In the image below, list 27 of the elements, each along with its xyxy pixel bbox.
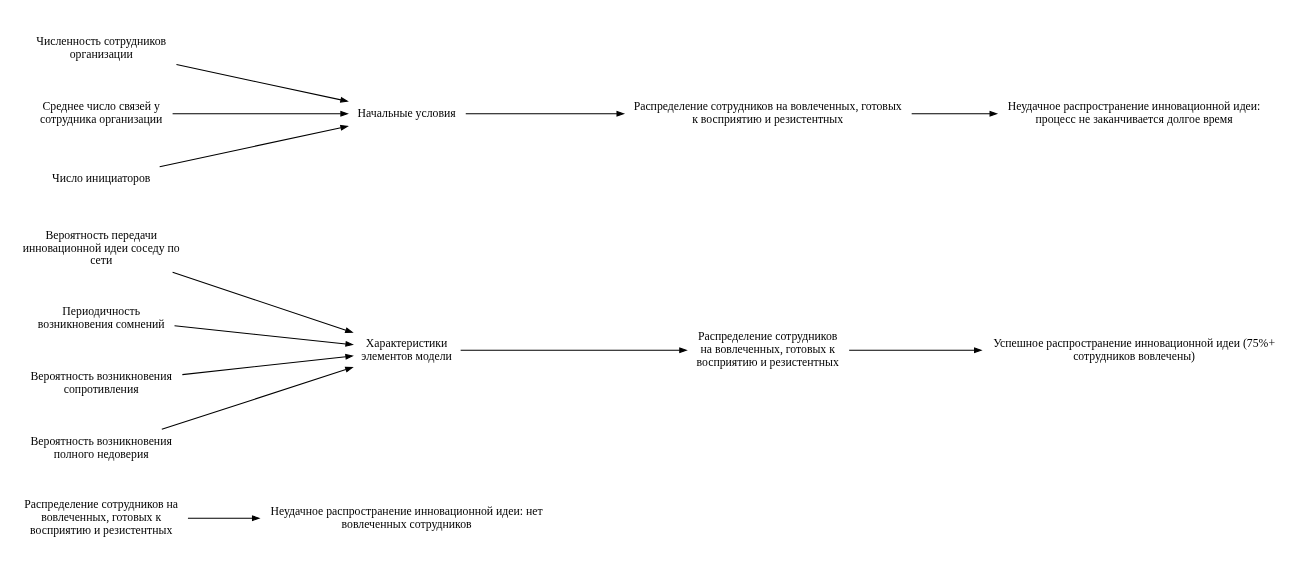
- arrow: [161, 366, 354, 430]
- arrow: [460, 346, 688, 353]
- node-text: Распределение сотрудников на вовлеченных, готовых к восприятию и резистентных: [633, 99, 902, 126]
- arrow: [175, 63, 349, 103]
- node-text: Численность сотрудников организации: [36, 34, 167, 61]
- arrow: [159, 124, 349, 167]
- node-text: Среднее число связей у сотрудника организации: [39, 99, 163, 126]
- node-text: Неудачное распространение инновационной идеи: нет вовлеченных сотрудников: [270, 504, 543, 531]
- arrow: [187, 514, 261, 521]
- node-text: Распределение сотрудников на вовлеченных, готовых к восприятию и резистентных: [24, 497, 179, 537]
- arrow: [172, 271, 354, 333]
- arrow: [174, 324, 354, 347]
- node-text: Вероятность передачи инновационной идеи соседу по сети: [22, 228, 180, 267]
- node-text: Периодичность возникновения сомнений: [37, 304, 165, 331]
- node-text: Успешное распространение инновационной идеи (75%+ сотрудников вовлечены): [993, 336, 1276, 363]
- arrow: [172, 110, 349, 117]
- node-text: Характеристики элементов модели: [361, 336, 452, 363]
- node-text: Неудачное распространение инновационной идеи: процесс не заканчивается долгое время: [1007, 99, 1261, 126]
- arrow: [465, 110, 626, 117]
- arrow: [911, 110, 999, 117]
- node-text: Вероятность возникновения сопротивления: [30, 369, 172, 396]
- arrow: [181, 353, 354, 375]
- node-text: Вероятность возникновения полного недоверия: [30, 434, 172, 461]
- node-text: Начальные условия: [357, 106, 456, 120]
- arrow: [848, 346, 983, 353]
- node-text: Число инициаторов: [52, 171, 151, 185]
- node-text: Распределение сотрудников на вовлеченных, готовых к восприятию и резистентных: [696, 329, 839, 369]
